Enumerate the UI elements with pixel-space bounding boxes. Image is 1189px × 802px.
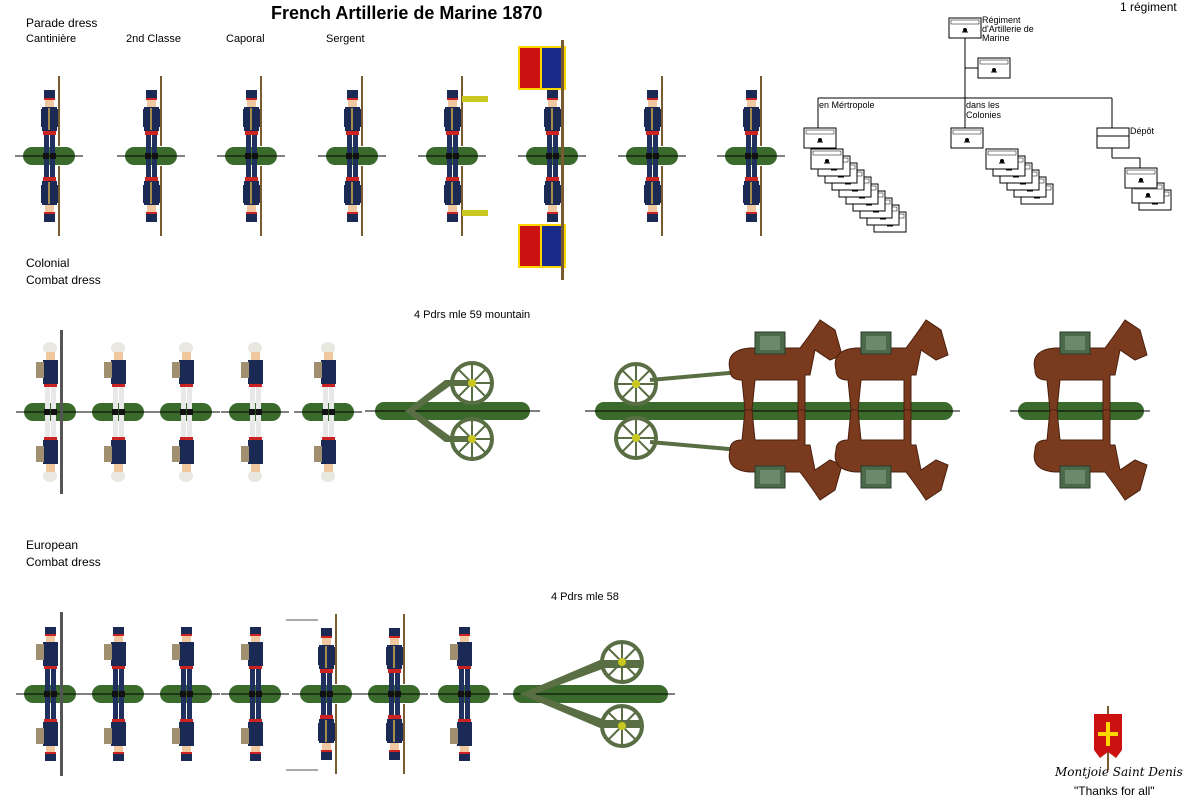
rank-label-2nd-classe: 2nd Classe: [126, 33, 182, 45]
org-branch-mid: dans les Colonies: [966, 100, 1002, 120]
colonial-heading-1: Colonial: [26, 256, 70, 270]
rank-label-cantiniere: Cantinière: [26, 33, 77, 45]
european-heading-1: European: [26, 538, 79, 552]
colonial-heading-2: Combat dress: [26, 273, 101, 287]
org-branch-right: Dépôt: [1130, 126, 1155, 136]
org-chart: [803, 17, 1172, 233]
parade-row: [14, 40, 786, 280]
rank-label-sergent: Sergent: [326, 33, 365, 45]
rank-label-caporal: Caporal: [226, 33, 265, 45]
colonial-row: [15, 319, 1150, 501]
page-title: French Artillerie de Marine 1870: [271, 3, 543, 23]
european-gun-caption: 4 Pdrs mle 58: [551, 591, 619, 603]
parade-heading: Parade dress: [26, 16, 98, 30]
regiment-count: 1 régiment: [1120, 0, 1177, 14]
org-branch-left: en Mértropole: [819, 100, 875, 110]
signature: Montjoie Saint Denis: [1055, 765, 1183, 779]
colonial-gun-caption: 4 Pdrs mle 59 mountain: [414, 309, 531, 321]
banner-logo: [1094, 706, 1122, 770]
thanks-text: "Thanks for all": [1074, 784, 1155, 798]
european-row: [15, 612, 675, 776]
org-top-label: Régiment d'Artillerie de Marine: [982, 15, 1034, 43]
european-heading-2: Combat dress: [26, 555, 101, 569]
